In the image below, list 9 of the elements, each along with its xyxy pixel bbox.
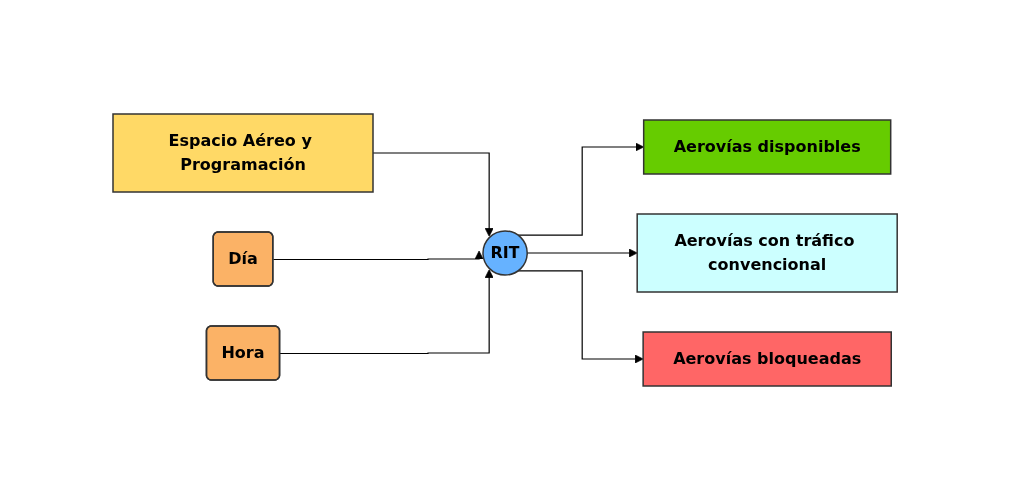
node-circle: RIT	[482, 229, 529, 276]
arrow	[279, 268, 494, 354]
node-box: Aerovías disponibles	[643, 118, 892, 175]
node-box: Aerovías con tráfico convencional	[636, 212, 899, 293]
arrow	[517, 269, 644, 363]
node-box: Aerovías bloqueadas	[642, 330, 893, 387]
node-box: Espacio Aéreo y Programación	[112, 112, 375, 193]
arrow	[527, 248, 638, 257]
arrow	[273, 250, 484, 260]
